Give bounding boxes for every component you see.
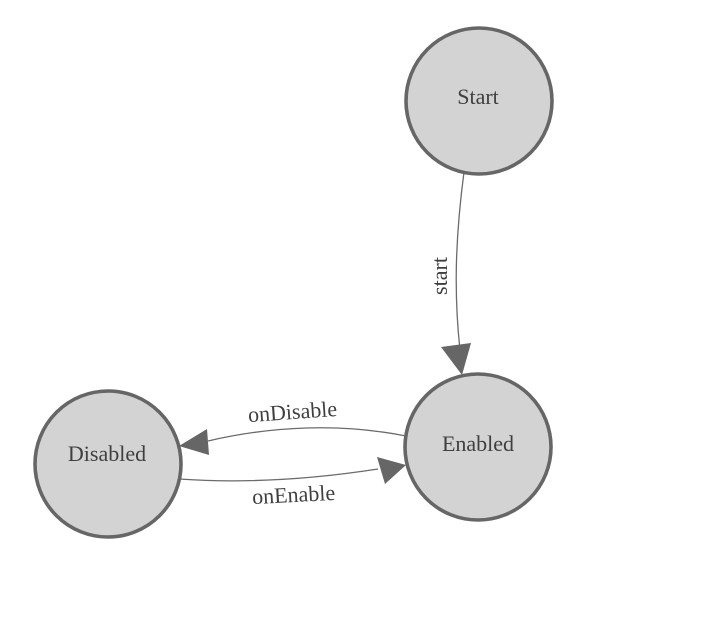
- edge-label-start: start: [427, 257, 452, 295]
- edge-enabled-to-disabled-line: [207, 427, 407, 442]
- edge-start-to-enabled-line: [455, 171, 465, 351]
- node-start-label: Start: [457, 84, 499, 109]
- node-start-circle: [404, 26, 554, 176]
- node-start: Start: [404, 26, 554, 176]
- edge-start-to-enabled: start: [427, 171, 471, 375]
- node-disabled: Disabled: [33, 389, 183, 539]
- node-enabled: Enabled: [403, 372, 553, 522]
- node-disabled-circle: [33, 389, 183, 539]
- edge-label-onenable: onEnable: [251, 480, 335, 509]
- edge-disabled-to-enabled-line: [178, 468, 379, 482]
- edge-enabled-to-disabled-arrowhead-icon: [179, 429, 209, 455]
- edge-label-ondisable: onDisable: [247, 396, 338, 427]
- node-enabled-circle: [403, 372, 553, 522]
- edge-enabled-to-disabled: onDisable: [179, 396, 407, 455]
- node-enabled-label: Enabled: [442, 431, 514, 456]
- node-disabled-label: Disabled: [68, 441, 146, 466]
- edge-disabled-to-enabled: onEnable: [178, 457, 406, 509]
- edge-start-to-enabled-arrowhead-icon: [441, 343, 471, 375]
- edge-disabled-to-enabled-arrowhead-icon: [377, 457, 406, 484]
